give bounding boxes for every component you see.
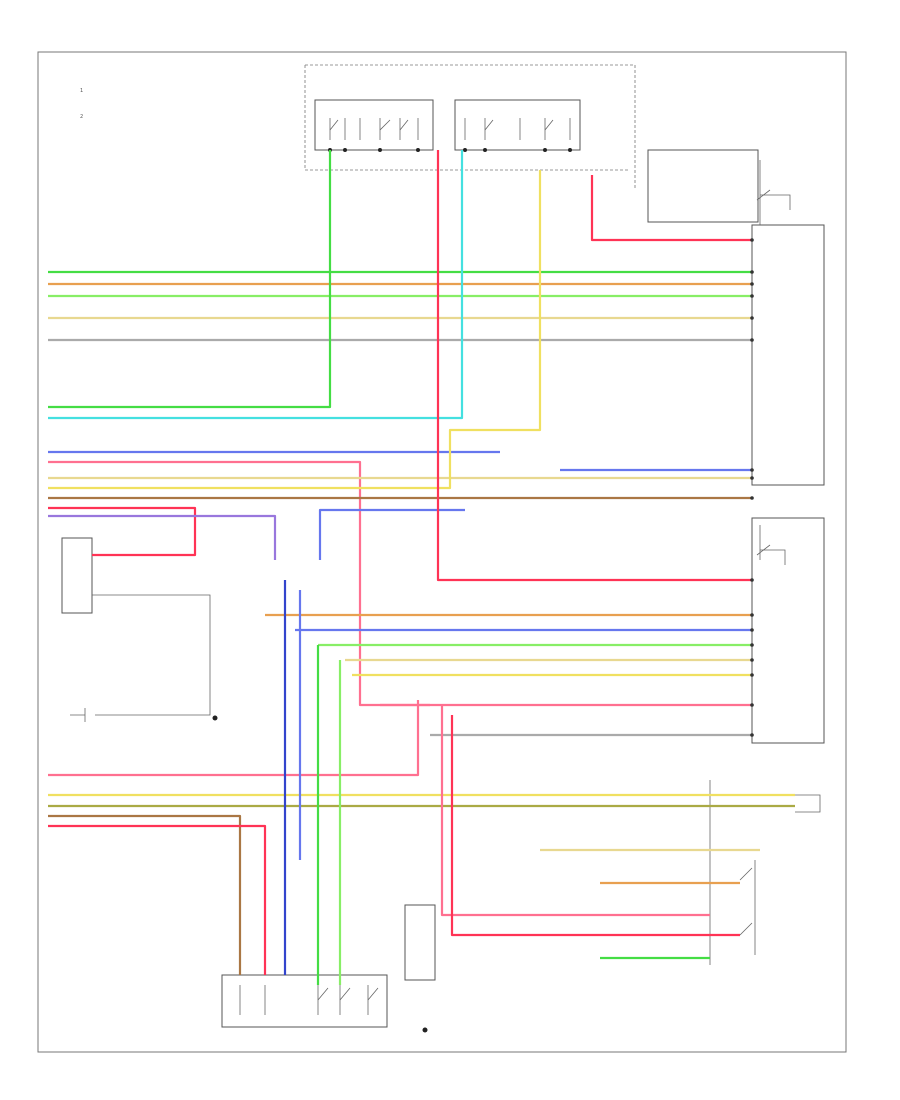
wire-purple-14 [48, 514, 277, 560]
connector-pin-10 [750, 578, 754, 582]
legend-item-2-number: 2 [80, 114, 83, 120]
wires [48, 150, 795, 985]
connector-pin-14 [750, 658, 754, 662]
switch-right-box [454, 99, 581, 152]
connector-pin-11 [750, 613, 754, 617]
connector-pin-5 [750, 316, 754, 320]
connector-pin-6 [750, 338, 754, 342]
connector-pin-9 [750, 496, 754, 500]
wire-pink-25 [48, 700, 420, 777]
wire-blue-8 [48, 450, 752, 472]
wire-red-13 [48, 506, 197, 557]
connector-pin-17 [750, 733, 754, 737]
wire-brown-28 [48, 814, 242, 975]
connector-pin-1 [750, 238, 754, 242]
diagram-frame [37, 51, 847, 1053]
driver-module-block [647, 149, 825, 486]
connector-pin-16 [750, 703, 754, 707]
switch-left-box [314, 99, 434, 152]
connector-pin-12 [750, 628, 754, 632]
connector-pin-13 [750, 643, 754, 647]
door-switch-right [709, 780, 821, 965]
wire-red-17 [436, 150, 752, 582]
connector-pin-2 [750, 270, 754, 274]
wire-cyan-7 [48, 150, 464, 420]
wire-pink-34 [440, 705, 710, 917]
passenger-latch-block [221, 904, 436, 1033]
connector-pin-7 [750, 468, 754, 472]
connector-pin-3 [750, 282, 754, 286]
wire-blue-15 [318, 508, 465, 560]
wire-red-29 [48, 824, 267, 975]
legend-item-1-number: 1 [80, 88, 83, 94]
legend: 1 2 [80, 88, 83, 120]
wire-yellow-11 [48, 170, 542, 490]
connector-pin-4 [750, 294, 754, 298]
wire-red-16 [590, 175, 752, 242]
remote-control-block [61, 537, 218, 722]
wire-red-35 [450, 715, 740, 937]
passenger-module-block [751, 517, 825, 744]
connector-pin-15 [750, 673, 754, 677]
wire-green-6 [48, 150, 332, 409]
top-harness-outline [304, 64, 636, 190]
connector-pin-8 [750, 476, 754, 480]
